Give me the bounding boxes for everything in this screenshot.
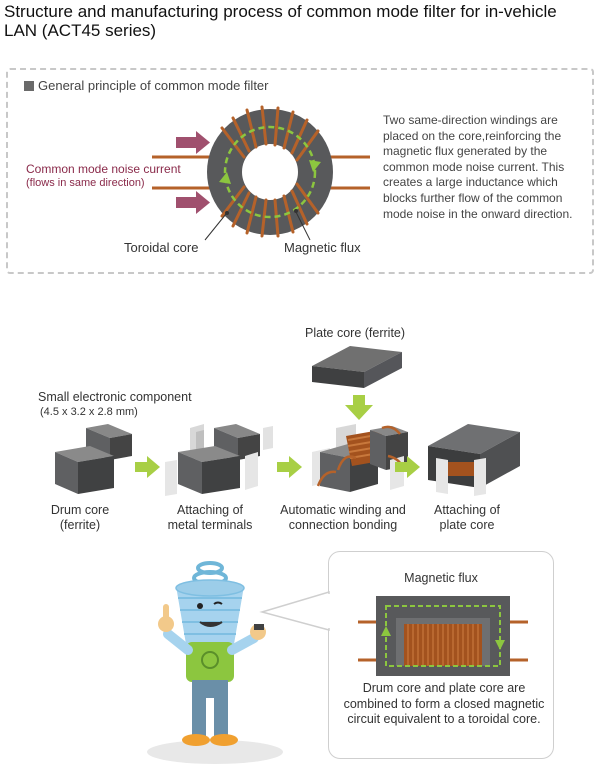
flux-arrow-icon bbox=[309, 160, 321, 172]
principle-heading: General principle of common mode filter bbox=[24, 78, 269, 93]
flux-arrow-icon bbox=[381, 626, 391, 636]
step-plate-core: Attaching of plate core bbox=[412, 503, 522, 533]
step-line2: plate core bbox=[439, 518, 495, 532]
principle-description: Two same-direction windings are placed o… bbox=[383, 113, 573, 221]
step-drum-core: Drum core (ferrite) bbox=[30, 503, 130, 533]
flux-arrow-icon bbox=[495, 640, 505, 650]
step-winding: Automatic winding and connection bonding bbox=[268, 503, 418, 533]
page-title: Structure and manufacturing process of c… bbox=[4, 2, 557, 40]
step-line1: Automatic winding and bbox=[280, 503, 406, 517]
step-line2: connection bonding bbox=[288, 518, 398, 532]
step-line2: metal terminals bbox=[167, 518, 253, 532]
bubble-description: Drum core and plate core are combined to… bbox=[343, 681, 545, 726]
toroidal-core-label: Toroidal core bbox=[124, 240, 199, 255]
component-dims: (4.5 x 3.2 x 2.8 mm) bbox=[40, 406, 138, 418]
noise-current-label: Common mode noise current bbox=[26, 162, 181, 176]
down-arrow-icon bbox=[345, 395, 373, 420]
flux-ring bbox=[223, 125, 317, 219]
step-line2: (ferrite) bbox=[59, 518, 101, 532]
finished-filter-icon bbox=[428, 424, 520, 496]
step-arrow-icon bbox=[135, 456, 160, 478]
noise-arrow-icon bbox=[176, 191, 210, 214]
flux-arrow-icon bbox=[219, 172, 231, 184]
bubble-title: Magnetic flux bbox=[404, 571, 478, 585]
principle-panel bbox=[6, 68, 594, 274]
step-arrow-icon bbox=[395, 456, 420, 478]
drum-core-icon bbox=[55, 424, 132, 494]
step-line1: Attaching of bbox=[433, 503, 500, 517]
plate-core-icon bbox=[312, 346, 402, 388]
principle-heading-text: General principle of common mode filter bbox=[38, 78, 269, 93]
square-bullet-icon bbox=[24, 80, 34, 91]
noise-arrow-icon bbox=[176, 131, 210, 154]
magnetic-flux-label: Magnetic flux bbox=[284, 240, 361, 255]
noise-current-sublabel: (flows in same direction) bbox=[26, 177, 145, 189]
metal-terminals-icon bbox=[165, 424, 273, 496]
component-label: Small electronic component bbox=[38, 390, 192, 404]
plate-core-label: Plate core (ferrite) bbox=[305, 326, 406, 340]
step-line1: Attaching of bbox=[176, 503, 243, 517]
step-arrow-icon bbox=[277, 456, 302, 478]
step-terminals: Attaching of metal terminals bbox=[145, 503, 275, 533]
step-line1: Drum core bbox=[50, 503, 110, 517]
